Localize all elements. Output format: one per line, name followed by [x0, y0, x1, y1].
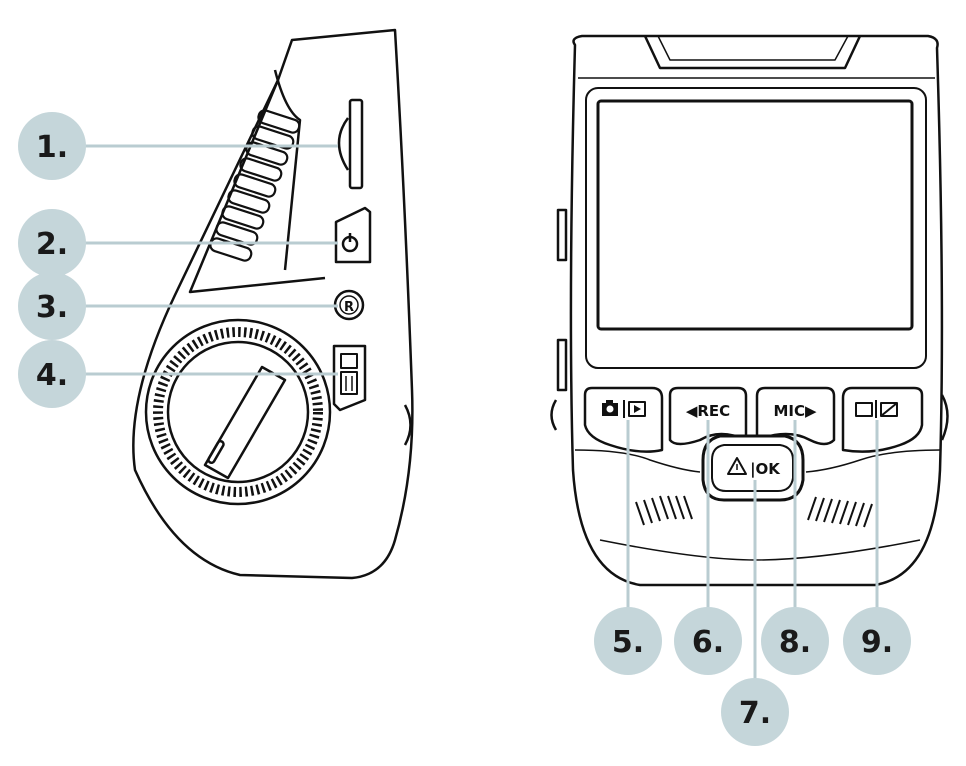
callout-7-label: 7.	[739, 696, 771, 731]
knob-slot	[203, 365, 287, 480]
photo-playback-button[interactable]	[583, 386, 664, 453]
rec-button-label: ◀REC	[686, 402, 730, 420]
front-view: ◀REC MIC▶ |OK	[550, 34, 949, 587]
reset-button[interactable]: R	[333, 289, 365, 321]
mute-icon	[880, 402, 898, 417]
front-vent-left	[635, 495, 693, 526]
power-button[interactable]	[334, 206, 372, 264]
callout-7: 7.	[721, 678, 789, 746]
reset-label: R	[344, 300, 354, 315]
side-body-edge	[188, 79, 326, 294]
lcd-screen	[596, 99, 914, 331]
lock-warning-icon	[727, 457, 747, 475]
callout-5: 5.	[594, 607, 662, 675]
callout-4: 4.	[18, 340, 86, 408]
front-top-ridge	[643, 35, 862, 70]
mic-button-label: MIC▶	[773, 402, 817, 420]
side-view: R	[132, 28, 414, 580]
callout-9: 9.	[843, 607, 911, 675]
ok-button-label: |OK	[750, 460, 781, 479]
sd-card-slot[interactable]	[337, 98, 364, 190]
callout-6: 6.	[674, 607, 742, 675]
mic-button[interactable]: MIC▶	[755, 386, 836, 446]
callout-5-label: 5.	[612, 625, 644, 660]
ok-lock-button[interactable]: |OK	[701, 434, 805, 502]
side-vent-slots	[209, 109, 301, 262]
callout-1: 1.	[18, 112, 86, 180]
front-vent-right	[807, 496, 873, 528]
callout-3: 3.	[18, 272, 86, 340]
callout-2: 2.	[18, 209, 86, 277]
callout-1-label: 1.	[36, 130, 68, 165]
callout-9-label: 9.	[861, 625, 893, 660]
usb-port[interactable]	[332, 344, 367, 412]
callout-4-label: 4.	[36, 358, 68, 393]
mount-knob[interactable]	[144, 318, 332, 506]
callout-2-label: 2.	[36, 227, 68, 262]
screen-mute-button[interactable]	[841, 386, 924, 453]
callout-6-label: 6.	[692, 625, 724, 660]
playback-icon	[628, 401, 646, 417]
callout-8: 8.	[761, 607, 829, 675]
screen-off-icon	[855, 402, 873, 417]
callout-leaders	[75, 144, 879, 690]
rec-button[interactable]: ◀REC	[668, 386, 748, 446]
callout-8-label: 8.	[779, 625, 811, 660]
callout-3-label: 3.	[36, 290, 68, 325]
